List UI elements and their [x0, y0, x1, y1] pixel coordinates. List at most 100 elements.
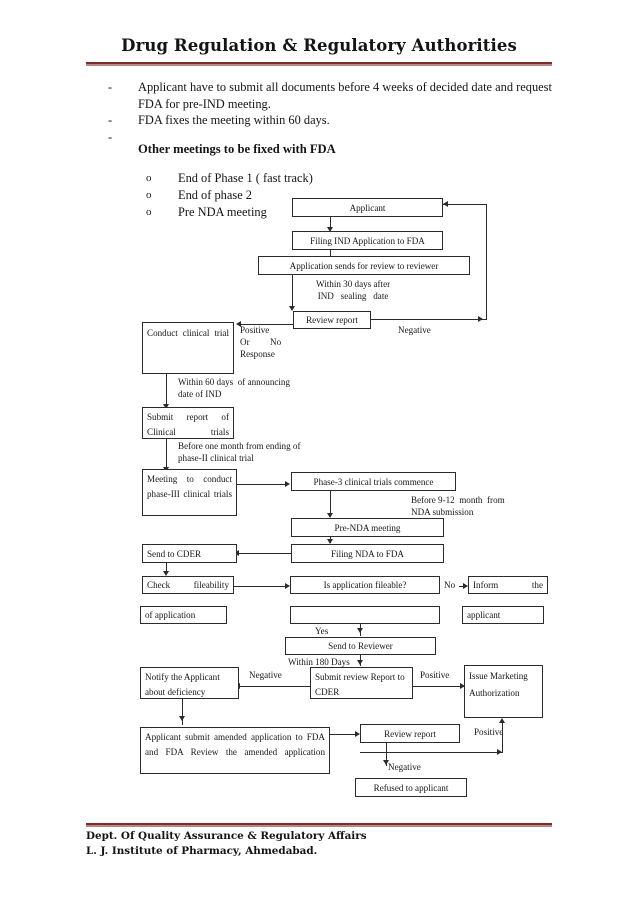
connector-line	[486, 204, 488, 320]
edge-label-before-9-12-month: Before 9-12 month from NDA submission	[411, 495, 505, 518]
flow-node-pre-nda-meeting: Pre-NDA meeting	[291, 518, 444, 537]
connector-line	[182, 699, 184, 725]
dash-marker: -	[108, 80, 113, 94]
arrow-head-down-icon	[357, 660, 363, 665]
header-rule	[86, 62, 552, 66]
arrow-head-right-icon	[497, 749, 502, 755]
edge-label-before-one-month: Before one month from ending of phase-II…	[178, 441, 301, 464]
flow-node-phase3-commence: Phase-3 clinical trials commence	[291, 472, 456, 491]
edge-label-no: No	[444, 580, 456, 590]
connector-line	[292, 275, 294, 308]
flow-node-send-to-cder: Send to CDER	[142, 544, 237, 563]
arrow-head-right-icon	[285, 583, 290, 589]
footer-line-1: Dept. Of Quality Assurance & Regulatory …	[86, 830, 367, 842]
flow-node-conduct-trial: Conduct clinical trial	[142, 322, 234, 374]
list-item: o Pre NDA meeting	[146, 204, 576, 221]
footer-rule	[86, 823, 552, 827]
bullet-text: FDA fixes the meeting within 60 days.	[138, 113, 330, 127]
bullet-item: - Applicant have to submit all documents…	[108, 79, 576, 112]
edge-label-negative-mid: Negative	[249, 670, 282, 680]
arrow-head-down-icon	[383, 760, 389, 765]
flow-node-send-to-reviewer: Send to Reviewer	[285, 637, 436, 655]
arrow-head-right-icon	[478, 316, 483, 322]
connector-line	[330, 734, 358, 736]
flow-node-notify-applicant: Notify the Applicant about deficiency	[140, 667, 239, 699]
flow-node-applicant: Applicant	[292, 198, 443, 217]
arrow-head-down-icon	[327, 227, 333, 232]
circle-marker: o	[146, 172, 152, 184]
arrow-head-left-icon	[236, 321, 241, 327]
arrow-head-down-icon	[327, 513, 333, 518]
connector-line	[234, 586, 287, 588]
flow-node-submit-report: Submit report of Clinical trials	[142, 407, 234, 439]
edge-label-within-60-days: Within 60 days of announcing date of IND	[178, 377, 291, 400]
arrow-head-right-icon	[285, 481, 290, 487]
dash-marker: -	[108, 129, 113, 144]
connector-line	[330, 250, 332, 256]
page-title: Drug Regulation & Regulatory Authorities	[121, 36, 517, 55]
arrow-head-down-icon	[289, 306, 295, 311]
bullet-text: Applicant have to submit all documents b…	[138, 80, 552, 111]
circle-marker: o	[146, 206, 152, 218]
edge-label-within-30-days: Within 30 days after IND sealing date	[316, 279, 391, 302]
intro-sub-list: o End of Phase 1 ( fast track) o End of …	[108, 170, 576, 221]
list-item: o End of phase 2	[146, 187, 576, 204]
footer-line-2: L. J. Institute of Pharmacy, Ahmedabad.	[86, 844, 318, 857]
edge-label-within-180-days: Within 180 Days	[288, 657, 350, 667]
flow-node-meeting-phase3: Meeting to conduct phase-III clinical tr…	[142, 469, 237, 516]
list-item-label: End of Phase 1 ( fast track)	[178, 171, 313, 185]
flow-node-filing-nda: Filing NDA to FDA	[291, 544, 444, 563]
flow-node-filing-ind: Filing IND Application to FDA	[292, 231, 443, 250]
connector-line	[166, 374, 168, 406]
flow-node-empty-box	[290, 606, 440, 624]
footer-text: Dept. Of Quality Assurance & Regulatory …	[86, 829, 367, 858]
flow-node-check-fileability: Check fileability	[142, 576, 234, 594]
bullet-item: - FDA fixes the meeting within 60 days.	[108, 112, 576, 129]
list-item-label: End of phase 2	[178, 188, 252, 202]
arrow-head-down-icon	[327, 539, 333, 544]
edge-label-negative-top: Negative	[398, 325, 431, 335]
connector-line	[166, 563, 168, 574]
edge-label-negative-low: Negative	[388, 762, 421, 772]
connector-line	[371, 319, 487, 321]
flow-node-issue-marketing: Issue Marketing Authorization	[464, 665, 543, 718]
arrow-head-down-icon	[163, 404, 169, 409]
circle-marker: o	[146, 189, 152, 201]
connector-line	[166, 439, 168, 470]
connector-line	[386, 743, 388, 766]
connector-line	[239, 686, 310, 688]
arrow-head-down-icon	[357, 628, 363, 633]
flow-node-application-sends: Application sends for review to reviewer	[258, 256, 470, 275]
connector-line	[240, 324, 293, 326]
intro-block: - Applicant have to submit all documents…	[108, 79, 576, 221]
connector-line	[330, 491, 332, 516]
list-item: o End of Phase 1 ( fast track)	[146, 170, 576, 187]
dash-marker: -	[108, 113, 113, 127]
connector-line	[413, 686, 464, 688]
flow-node-refused: Refused to applicant	[355, 778, 467, 797]
arrow-head-right-icon	[355, 731, 360, 737]
edge-label-positive-top: Positive Or No Response	[240, 325, 282, 360]
connector-line	[360, 752, 503, 754]
flow-node-review-report-top: Review report	[293, 311, 371, 329]
intro-subheading: Other meetings to be fixed with FDA	[138, 141, 336, 156]
flow-node-amended-application: Applicant submit amended application to …	[140, 727, 330, 774]
connector-line	[237, 484, 287, 486]
flow-node-applicant-box: applicant	[462, 606, 544, 624]
arrow-head-left-icon	[443, 201, 448, 207]
edge-label-positive-low: Positive	[474, 727, 504, 737]
arrow-head-up-icon	[499, 718, 505, 723]
list-item-label: Pre NDA meeting	[178, 205, 267, 219]
connector-line	[502, 722, 504, 752]
arrow-head-right-icon	[460, 683, 465, 689]
flow-node-of-application: of application	[140, 606, 227, 624]
flow-node-submit-review: Submit review Report to CDER	[310, 667, 413, 699]
connector-line	[238, 553, 291, 555]
flow-node-review-report-bottom: Review report	[360, 724, 460, 743]
flow-node-is-filable: Is application fileable?	[290, 576, 440, 594]
edge-label-yes: Yes	[315, 626, 329, 636]
arrow-head-down-icon	[163, 571, 169, 576]
edge-label-positive-mid: Positive	[420, 670, 450, 680]
